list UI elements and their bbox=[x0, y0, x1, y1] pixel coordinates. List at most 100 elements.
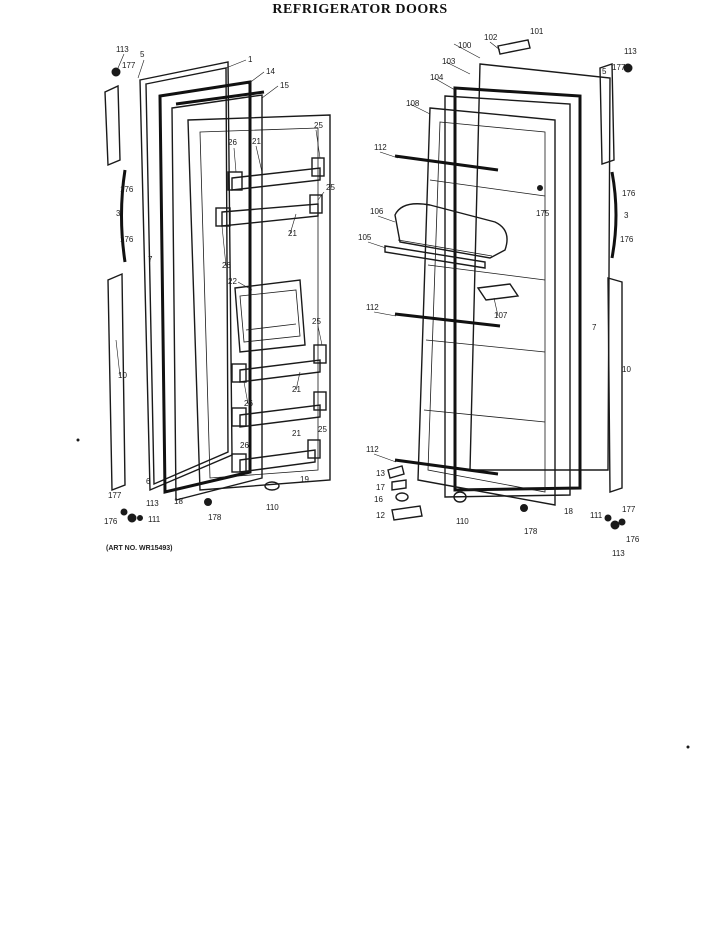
dairy-compartment bbox=[394, 203, 508, 259]
callout-5: 5 bbox=[602, 67, 607, 76]
washer-111 bbox=[137, 515, 143, 521]
door-liner bbox=[187, 114, 331, 491]
hinge-pin-top bbox=[623, 63, 633, 73]
hinge-pin-bottom bbox=[618, 518, 626, 526]
callout-110: 110 bbox=[456, 517, 469, 526]
callout-19: 19 bbox=[300, 475, 309, 484]
door-liner-inner bbox=[427, 121, 546, 493]
shelf-bar-upper bbox=[394, 154, 499, 172]
handle-trim-lower bbox=[107, 272, 126, 492]
door-outer-panel-inner-edge bbox=[145, 67, 229, 486]
callout-112b: 112 bbox=[366, 303, 379, 312]
handle-trim-lower bbox=[607, 277, 623, 493]
part-16 bbox=[395, 492, 409, 502]
callout-7: 7 bbox=[148, 255, 153, 264]
callout-113b: 113 bbox=[146, 499, 159, 508]
door-shelf-3 bbox=[231, 344, 327, 383]
callout-26d: 26 bbox=[240, 441, 249, 450]
callout-21d: 21 bbox=[292, 429, 301, 438]
callout-103: 103 bbox=[442, 57, 456, 66]
top-cap-101 bbox=[497, 39, 531, 55]
callout-177: 177 bbox=[122, 61, 136, 70]
callout-12: 12 bbox=[376, 511, 385, 520]
callout-176c: 176 bbox=[104, 517, 118, 526]
callout-177b: 177 bbox=[622, 505, 636, 514]
art-number: (ART NO. WR15493) bbox=[106, 545, 173, 552]
callout-176b: 176 bbox=[120, 235, 134, 244]
ice-maker-panel bbox=[234, 279, 306, 353]
left-callouts: 113 177 5 1 14 15 25 26 21 25 176 3 176 … bbox=[104, 45, 335, 526]
callout-18: 18 bbox=[564, 507, 573, 516]
leader-lines bbox=[115, 41, 501, 463]
callout-178: 178 bbox=[208, 513, 222, 522]
callout-111: 111 bbox=[148, 515, 161, 524]
dairy-shelf-105 bbox=[384, 245, 486, 269]
callout-21a: 21 bbox=[252, 137, 261, 146]
callout-175: 175 bbox=[536, 209, 550, 218]
door-shelf-1 bbox=[227, 157, 325, 191]
part-17 bbox=[391, 479, 407, 491]
handle-trim-upper bbox=[599, 63, 615, 165]
callout-17: 17 bbox=[376, 483, 385, 492]
door-shelf-5 bbox=[231, 439, 321, 473]
callout-18: 18 bbox=[174, 497, 183, 506]
callout-110: 110 bbox=[266, 503, 279, 512]
door-liner bbox=[417, 107, 556, 506]
bushing-113 bbox=[610, 520, 620, 530]
page-title: REFRIGERATOR DOORS bbox=[272, 2, 448, 17]
callout-16: 16 bbox=[374, 495, 383, 504]
hinge-pin-top bbox=[111, 67, 121, 77]
callout-106: 106 bbox=[370, 207, 384, 216]
callout-178: 178 bbox=[524, 527, 538, 536]
callout-100: 100 bbox=[458, 41, 472, 50]
door-liner-inner bbox=[199, 127, 319, 479]
callout-25d: 25 bbox=[318, 425, 327, 434]
callout-3: 3 bbox=[116, 209, 121, 218]
callout-104: 104 bbox=[430, 73, 444, 82]
callout-176a: 176 bbox=[622, 189, 636, 198]
callout-25b: 25 bbox=[326, 183, 335, 192]
screw-178 bbox=[520, 504, 528, 512]
washer-111 bbox=[604, 514, 612, 522]
callout-113: 113 bbox=[116, 45, 129, 54]
callout-10: 10 bbox=[622, 365, 631, 374]
callout-113: 113 bbox=[624, 47, 637, 56]
callout-177b: 177 bbox=[108, 491, 122, 500]
door-gasket bbox=[453, 86, 582, 492]
callout-10: 10 bbox=[118, 371, 127, 380]
callout-176a: 176 bbox=[120, 185, 134, 194]
callout-101: 101 bbox=[530, 27, 544, 36]
callout-111: 111 bbox=[590, 511, 603, 520]
stray-mark bbox=[686, 745, 690, 749]
screw-178 bbox=[204, 498, 212, 506]
callout-26b: 26 bbox=[222, 261, 231, 270]
callout-15: 15 bbox=[280, 81, 289, 90]
door-outer-panel bbox=[139, 61, 233, 492]
callout-112a: 112 bbox=[374, 143, 387, 152]
left-door-assembly bbox=[104, 61, 331, 523]
door-shelf-4 bbox=[231, 391, 327, 428]
callout-176b: 176 bbox=[620, 235, 634, 244]
butter-door-107 bbox=[476, 283, 520, 301]
callout-5: 5 bbox=[140, 50, 145, 59]
right-callouts: 101 102 100 113 177 103 104 108 112 5 17… bbox=[358, 27, 640, 558]
handle bbox=[120, 169, 127, 263]
callout-108: 108 bbox=[406, 99, 420, 108]
callout-176c: 176 bbox=[626, 535, 640, 544]
handle bbox=[610, 171, 618, 259]
callout-21b: 21 bbox=[288, 229, 297, 238]
hinge-pin-bottom bbox=[120, 508, 128, 516]
door-shelf-2 bbox=[215, 194, 323, 227]
liner-ribs bbox=[423, 179, 546, 423]
callout-6: 6 bbox=[146, 477, 151, 486]
top-rail bbox=[175, 90, 265, 106]
callout-25a: 25 bbox=[314, 121, 323, 130]
liner-frame bbox=[444, 95, 571, 498]
handle-trim-upper bbox=[104, 84, 121, 167]
callout-21c: 21 bbox=[292, 385, 301, 394]
stray-mark bbox=[76, 438, 80, 442]
callout-7: 7 bbox=[592, 323, 597, 332]
callout-105: 105 bbox=[358, 233, 372, 242]
callout-3: 3 bbox=[624, 211, 629, 220]
